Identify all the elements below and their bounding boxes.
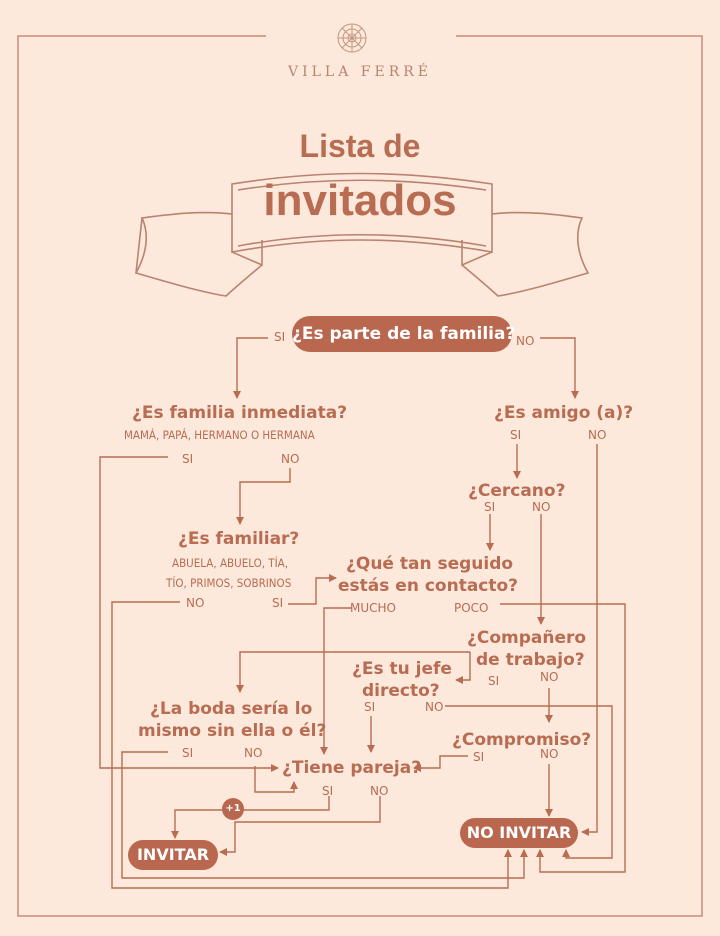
label-pareja-no: NO <box>370 784 389 798</box>
node-contacto-line-2: estás en contacto? <box>338 576 519 596</box>
node-familia-inmediata: ¿Es familia inmediata? <box>132 403 348 423</box>
label-jefe-si: SI <box>364 700 376 714</box>
ribbon-banner <box>134 172 590 297</box>
node-es-amigo: ¿Es amigo (a)? <box>494 403 634 423</box>
node-es-familiar: ¿Es familiar? <box>178 529 300 549</box>
page-border <box>17 35 703 917</box>
label-compromiso-si: SI <box>473 750 485 764</box>
label-amigo-si: SI <box>510 428 522 442</box>
node-jefe-line-1: ¿Es tu jefe <box>352 659 452 679</box>
node-contacto-line-1: ¿Qué tan seguido <box>346 554 514 574</box>
node-boda-line-2: mismo sin ella o él? <box>138 721 327 741</box>
node-boda-line-1: ¿La boda sería lo <box>150 699 313 719</box>
label-amigo-no: NO <box>588 428 607 442</box>
title-line-1: Lista de <box>299 128 421 164</box>
node-familiar-sub-2: TÍO, PRIMOS, SOBRINOS <box>166 576 292 590</box>
label-companero-no: NO <box>540 670 559 684</box>
node-companero-line-1: ¿Compañero <box>467 628 587 648</box>
node-familia-inmediata-sub: MAMÁ, PAPÁ, HERMANO O HERMANA <box>124 428 315 442</box>
node-familiar-sub-1: ABUELA, ABUELO, TÍA, <box>172 556 289 570</box>
node-tiene-pareja-text: ¿Tiene pareja? <box>282 758 422 778</box>
node-companero-line-2: de trabajo? <box>476 650 585 670</box>
label-cercano-si: SI <box>484 500 496 514</box>
label-familiar-si: SI <box>272 596 284 610</box>
label-familia-no: NO <box>516 334 535 348</box>
label-boda-si: SI <box>182 746 194 760</box>
flower-mandala-icon <box>337 23 367 53</box>
label-familia-si: SI <box>274 330 286 344</box>
label-companero-si: SI <box>488 674 500 688</box>
label-inmediata-no: NO <box>281 452 300 466</box>
label-compromiso-no: NO <box>540 747 559 761</box>
node-jefe-line-2: directo? <box>362 681 440 701</box>
label-boda-no: NO <box>244 746 263 760</box>
label-pareja-si: SI <box>322 784 334 798</box>
label-familiar-no: NO <box>186 596 205 610</box>
label-jefe-no: NO <box>425 700 444 714</box>
label-cercano-no: NO <box>532 500 551 514</box>
title-line-2: invitados <box>263 176 457 225</box>
plus-one-badge: +1 <box>222 798 244 820</box>
node-es-parte-familia: ¿Es parte de la familia? <box>292 316 515 352</box>
brand-name: VILLA FERRÉ <box>287 64 433 80</box>
label-contacto-poco: POCO <box>454 601 489 615</box>
node-no-invitar: NO INVITAR <box>460 818 578 848</box>
node-cercano: ¿Cercano? <box>468 481 566 501</box>
node-compromiso: ¿Compromiso? <box>452 730 592 750</box>
label-contacto-mucho: MUCHO <box>350 601 396 615</box>
label-inmediata-si: SI <box>182 452 194 466</box>
node-invitar: INVITAR <box>128 840 218 870</box>
